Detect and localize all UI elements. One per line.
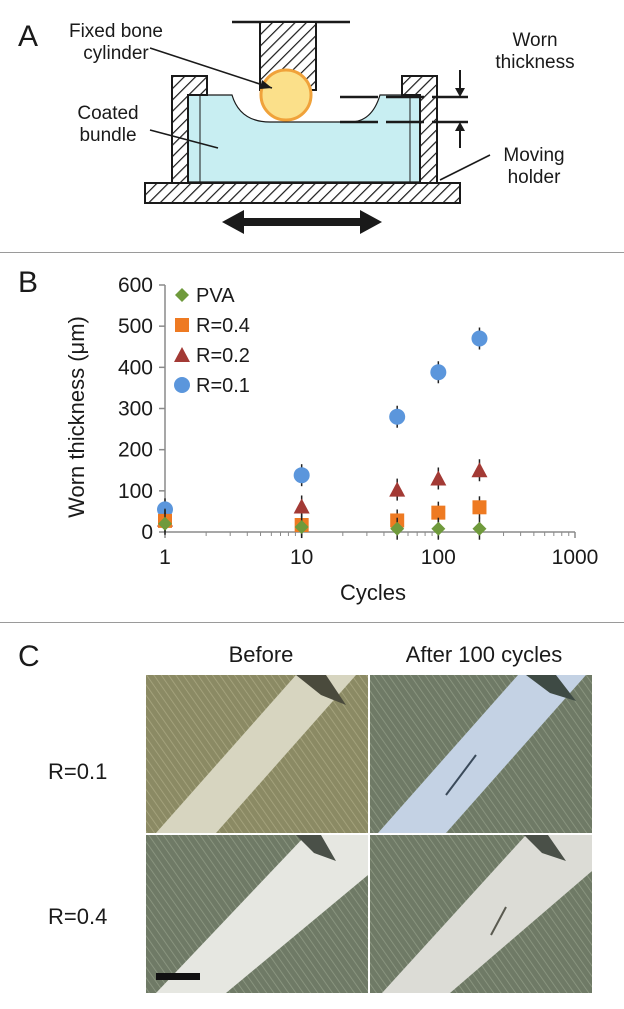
x-tick-label: 100 [421, 546, 456, 569]
label-moving-line2: holder [507, 167, 561, 188]
panel-a-letter: A [18, 20, 39, 53]
scale-bar [156, 973, 200, 980]
row-label-r01: R=0.1 [48, 759, 108, 784]
label-coated-line2: bundle [79, 125, 137, 146]
label-fixed-bone: Fixed bone cylinder [46, 21, 186, 65]
photo-r04-before [146, 835, 368, 993]
data-point-r-0-1 [389, 408, 406, 425]
legend-label: PVA [196, 285, 235, 307]
holder-base [144, 182, 461, 204]
legend-marker-pva [175, 288, 189, 302]
label-fixed-bone-line2: cylinder [83, 43, 149, 64]
divider-a-b [0, 252, 624, 253]
label-worn-line2: thickness [495, 52, 575, 73]
micrograph-grid [146, 675, 592, 993]
data-point-pva [158, 516, 172, 531]
legend-label: R=0.2 [196, 345, 250, 367]
data-point-r-0-2 [293, 498, 310, 514]
y-tick-label: 100 [118, 480, 153, 503]
worn-thickness-chart: 0 100 200 300 400 500 600 1 10 100 1000 Cycles Wor… [64, 274, 599, 605]
y-tick-label: 400 [118, 356, 153, 379]
x-tick-label: 10 [290, 546, 313, 569]
data-point-pva [431, 521, 446, 536]
label-moving-line1: Moving [503, 145, 565, 166]
data-point-r-0-1 [430, 364, 447, 381]
data-point-r-0-2 [471, 462, 488, 478]
data-point-pva [472, 521, 487, 536]
wear-test-schematic [144, 20, 491, 234]
label-coated-bundle: Coated bundle [58, 103, 158, 147]
data-point-r-0-1 [293, 467, 310, 484]
data-point-pva [390, 521, 405, 536]
photo-r01-after [370, 675, 592, 833]
data-point-r-0-2 [389, 481, 406, 497]
bone-cylinder [259, 68, 313, 122]
label-coated-line1: Coated [77, 103, 139, 124]
label-worn-thickness: Worn thickness [480, 30, 590, 74]
y-tick-label: 500 [118, 315, 153, 338]
panel-b-letter: B [18, 266, 39, 299]
panel-c-letter: C [18, 640, 40, 673]
label-worn-line1: Worn [512, 30, 558, 51]
motion-double-arrow [222, 210, 382, 234]
photo-r01-before [146, 675, 368, 833]
data-point-pva [294, 520, 309, 535]
y-tick-label: 0 [141, 521, 153, 544]
legend-marker-r-0-1 [174, 377, 190, 393]
divider-b-c [0, 622, 624, 623]
legend-marker-r-0-2 [174, 347, 190, 362]
legend-label: R=0.4 [196, 315, 250, 337]
x-tick-label: 1 [159, 546, 171, 569]
column-label-after: After 100 cycles [405, 642, 563, 667]
data-point-r-0-1 [471, 330, 488, 347]
row-label-r04: R=0.4 [48, 904, 108, 929]
legend-label: R=0.1 [196, 375, 250, 397]
x-tick-label: 1000 [552, 546, 599, 569]
data-point-r-0-4 [431, 505, 446, 520]
data-point-r-0-2 [430, 470, 447, 486]
label-moving-holder: Moving holder [484, 145, 584, 189]
legend-marker-r-0-4 [175, 318, 189, 332]
photo-r04-after [370, 835, 592, 993]
chart-xlabel: Cycles [340, 580, 406, 605]
label-fixed-bone-line1: Fixed bone [68, 21, 163, 42]
column-label-before: Before [228, 642, 294, 667]
y-tick-label: 600 [118, 274, 153, 297]
chart-ylabel: Worn thickness (μm) [64, 316, 89, 518]
y-tick-label: 200 [118, 439, 153, 462]
data-point-r-0-4 [472, 500, 487, 515]
y-tick-label: 300 [118, 398, 153, 421]
